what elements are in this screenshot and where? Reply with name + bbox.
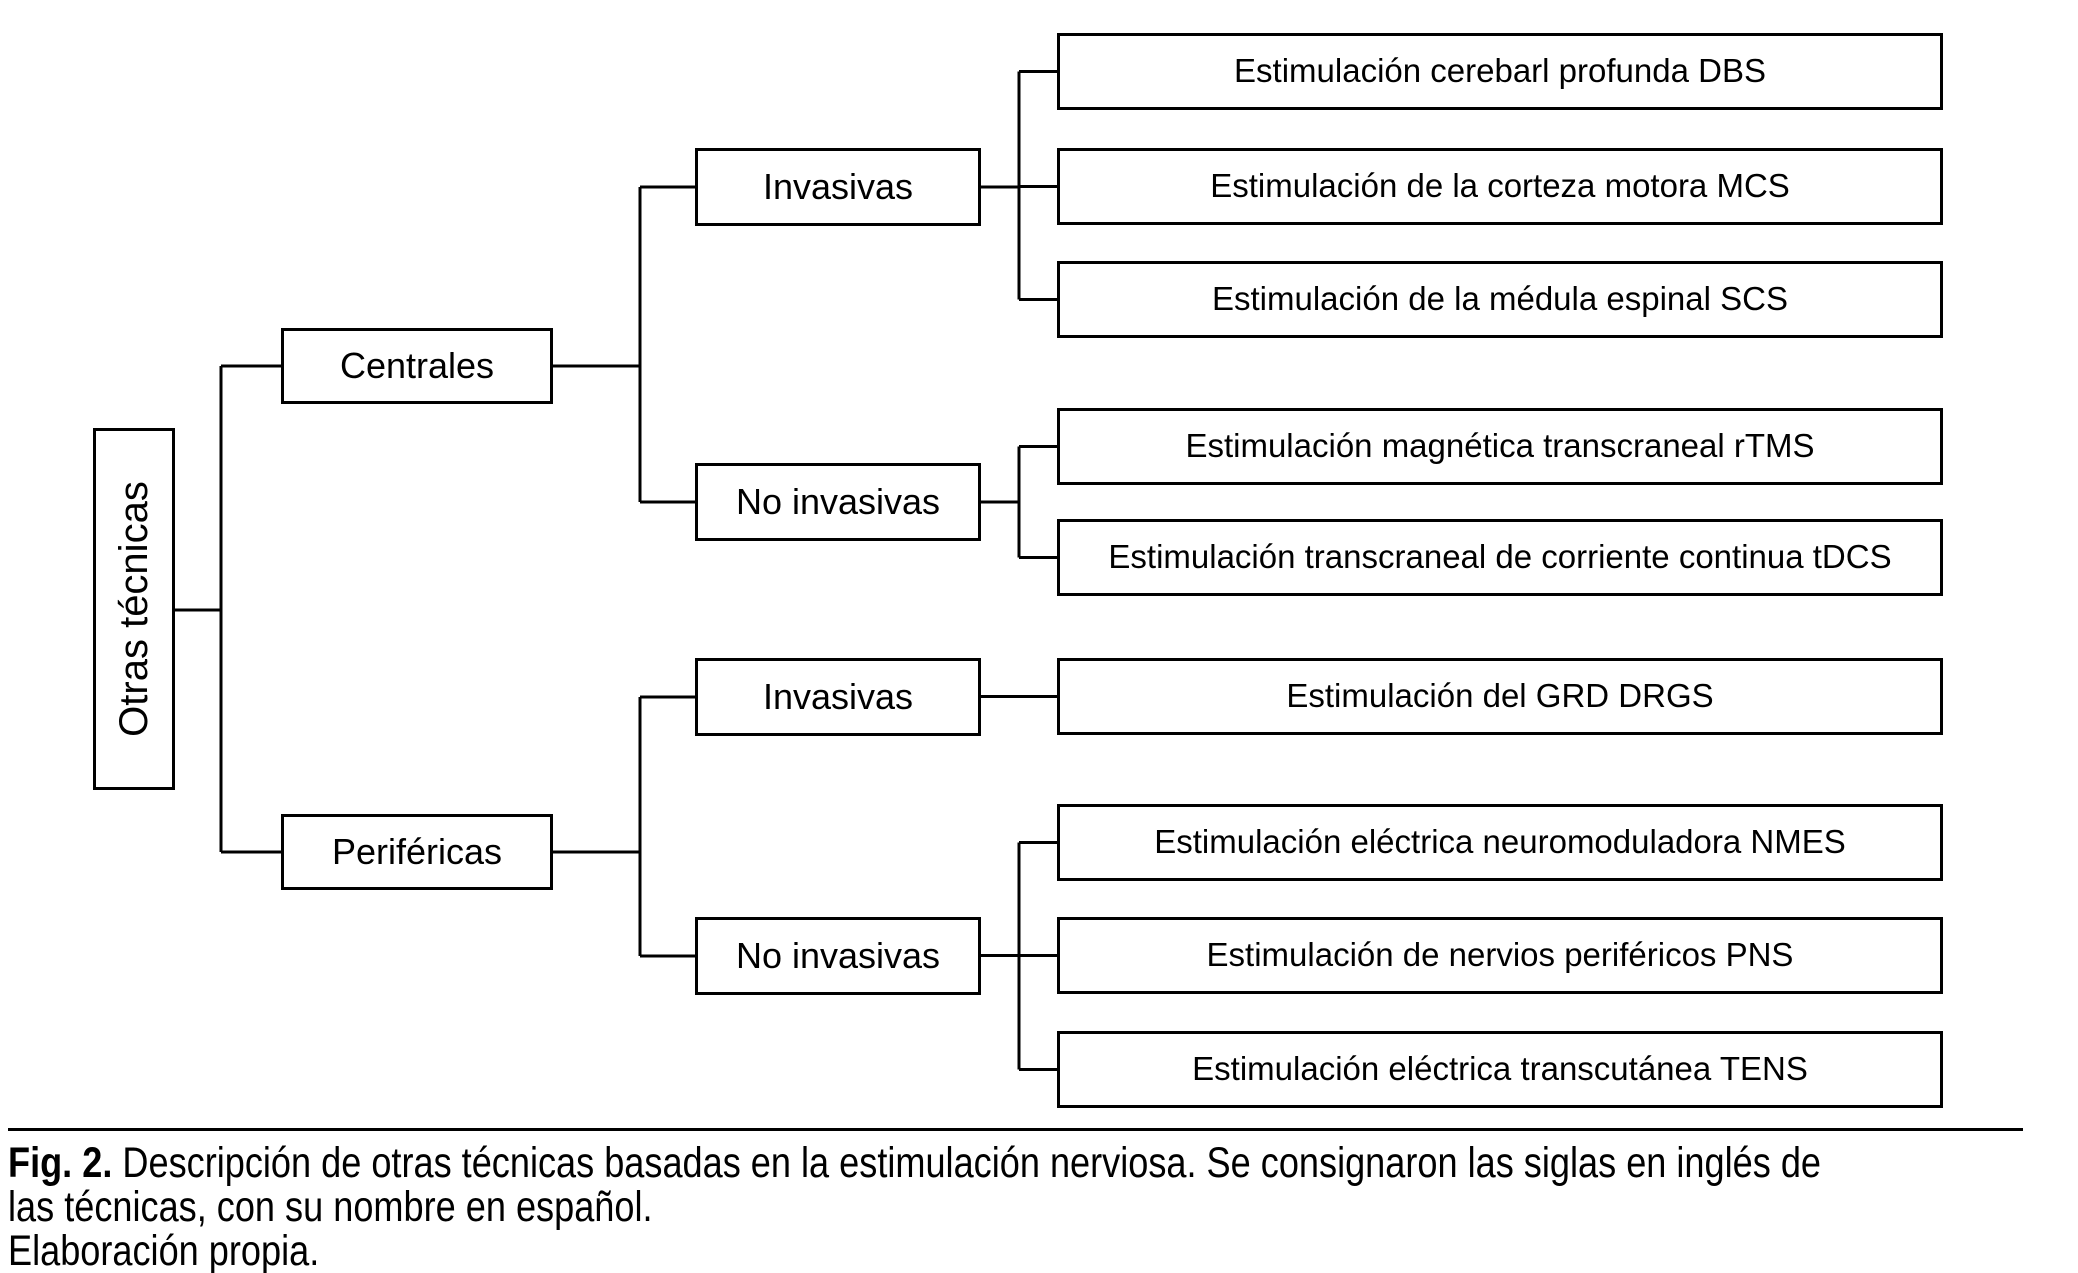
leaf-rtms-label: Estimulación magnética transcraneal rTMS	[1185, 427, 1815, 465]
leaf-mcs: Estimulación de la corteza motora MCS	[1057, 148, 1943, 225]
leaf-tens: Estimulación eléctrica transcutánea TENS	[1057, 1031, 1943, 1108]
caption-line-3: Elaboración propia.	[8, 1227, 320, 1273]
node-centrales-no-invasivas-label: No invasivas	[735, 481, 941, 523]
node-perifericas: Periféricas	[281, 814, 553, 890]
leaf-drgs: Estimulación del GRD DRGS	[1057, 658, 1943, 735]
leaf-dbs: Estimulación cerebarl profunda DBS	[1057, 33, 1943, 110]
node-perifericas-no-invasivas: No invasivas	[695, 917, 981, 995]
caption-fig-label: Fig. 2.	[8, 1139, 113, 1187]
leaf-pns-label: Estimulación de nervios periféricos PNS	[1206, 936, 1794, 974]
leaf-scs-label: Estimulación de la médula espinal SCS	[1212, 280, 1788, 318]
leaf-scs: Estimulación de la médula espinal SCS	[1057, 261, 1943, 338]
leaf-rtms: Estimulación magnética transcraneal rTMS	[1057, 408, 1943, 485]
leaf-pns: Estimulación de nervios periféricos PNS	[1057, 917, 1943, 994]
node-otras-tecnicas-label: Otras técnicas	[112, 481, 156, 737]
node-centrales-no-invasivas: No invasivas	[695, 463, 981, 541]
leaf-dbs-label: Estimulación cerebarl profunda DBS	[1234, 52, 1766, 90]
node-perifericas-invasivas-label: Invasivas	[762, 676, 914, 718]
node-perifericas-no-invasivas-label: No invasivas	[735, 935, 941, 977]
caption-line-1-text: Descripción de otras técnicas basadas en…	[122, 1139, 1821, 1187]
leaf-tens-label: Estimulación eléctrica transcutánea TENS	[1192, 1050, 1808, 1088]
node-centrales-label: Centrales	[339, 345, 495, 387]
leaf-nmes-label: Estimulación eléctrica neuromoduladora N…	[1154, 823, 1846, 861]
node-centrales-invasivas-label: Invasivas	[762, 166, 914, 208]
caption-line-1: Fig. 2. Descripción de otras técnicas ba…	[8, 1141, 1821, 1185]
node-centrales: Centrales	[281, 328, 553, 404]
node-perifericas-label: Periféricas	[331, 831, 503, 873]
caption-divider	[8, 1128, 2023, 1131]
node-centrales-invasivas: Invasivas	[695, 148, 981, 226]
node-perifericas-invasivas: Invasivas	[695, 658, 981, 736]
leaf-mcs-label: Estimulación de la corteza motora MCS	[1210, 167, 1790, 205]
node-otras-tecnicas: Otras técnicas	[93, 428, 175, 790]
figure-caption: Fig. 2. Descripción de otras técnicas ba…	[8, 1141, 2078, 1273]
leaf-tdcs-label: Estimulación transcraneal de corriente c…	[1108, 538, 1892, 576]
caption-line-2: las técnicas, con su nombre en español.	[8, 1183, 653, 1231]
leaf-drgs-label: Estimulación del GRD DRGS	[1286, 677, 1714, 715]
leaf-tdcs: Estimulación transcraneal de corriente c…	[1057, 519, 1943, 596]
leaf-nmes: Estimulación eléctrica neuromoduladora N…	[1057, 804, 1943, 881]
